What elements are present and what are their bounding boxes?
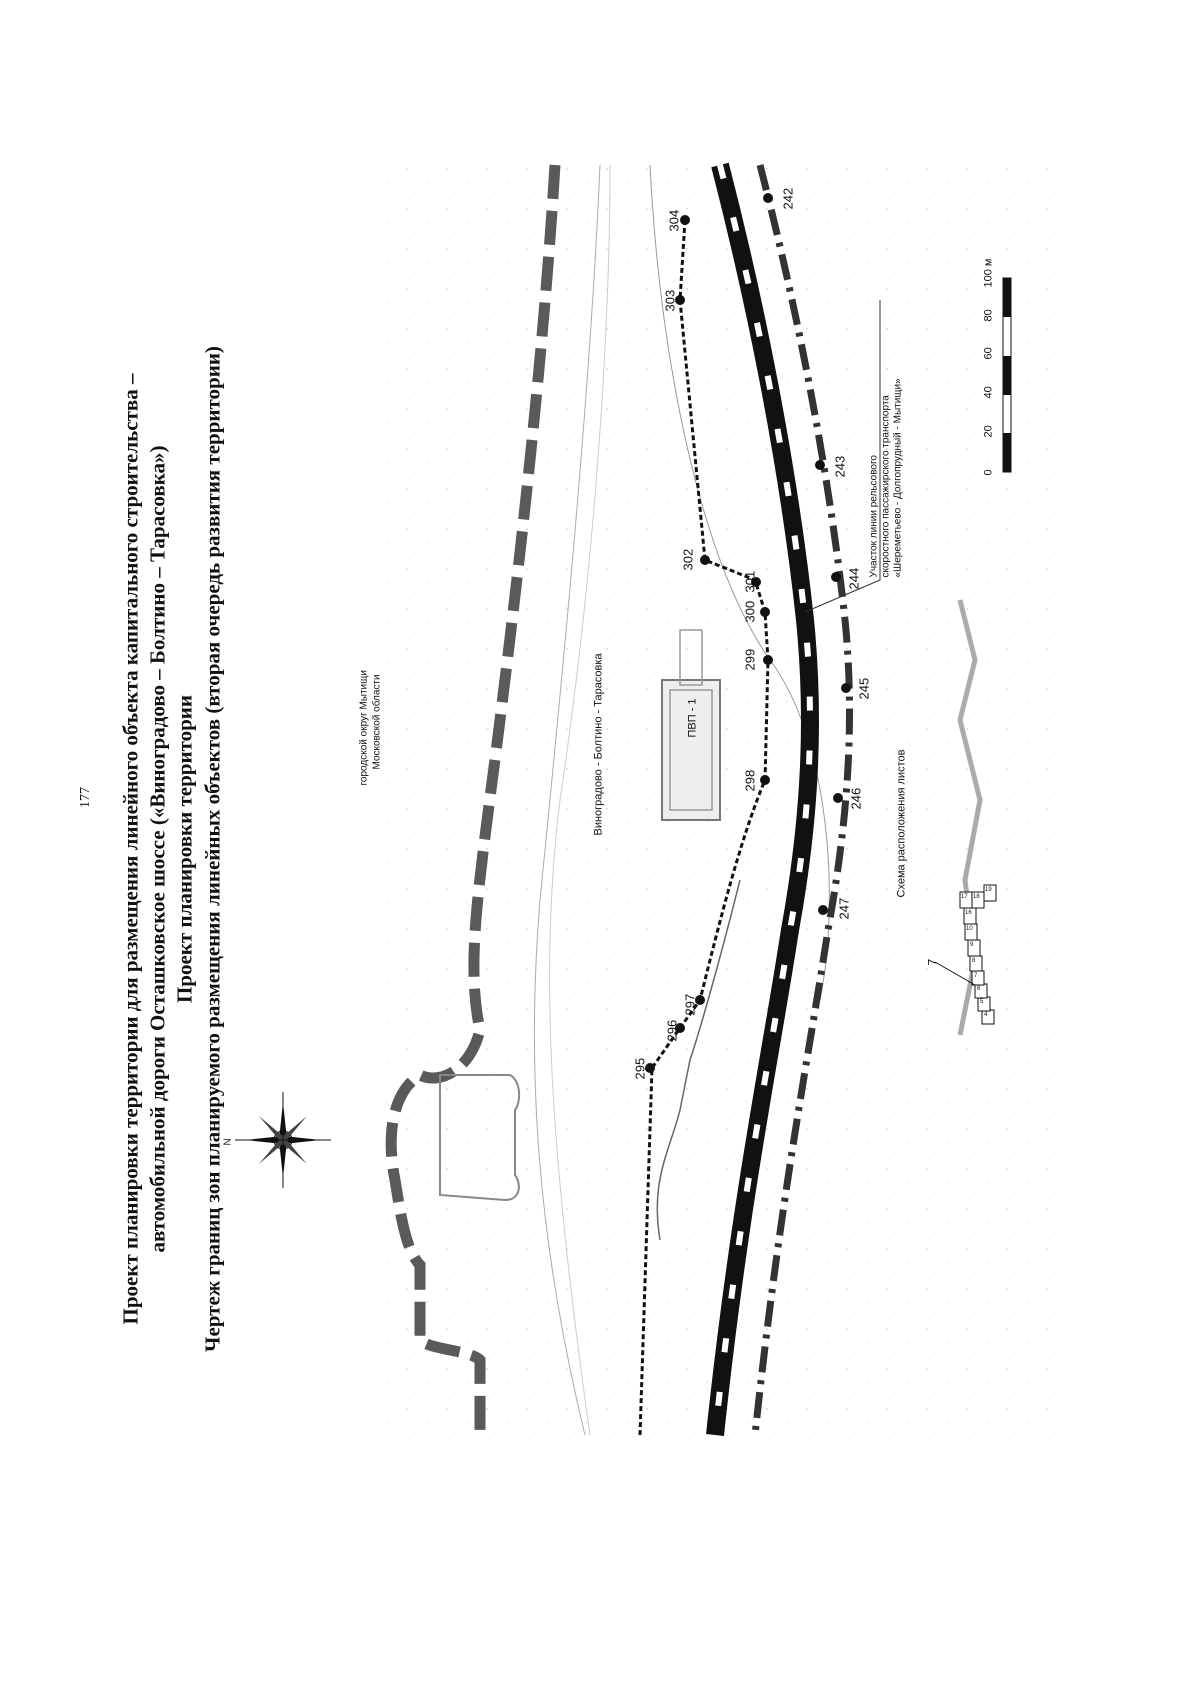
sheet-number: 7 xyxy=(974,973,978,979)
sheet-number: 18 xyxy=(973,894,980,900)
pvp-label: ПВП - 1 xyxy=(686,697,698,737)
road-point-label: 298 xyxy=(742,769,757,791)
terrain-line xyxy=(649,164,830,1001)
rail-corridor-boundary xyxy=(751,164,853,1436)
scale-tick: 100 м xyxy=(982,258,994,287)
road-point-296 xyxy=(675,1023,685,1033)
road-point-label: 300 xyxy=(742,600,757,622)
rail-point-label: 244 xyxy=(846,567,861,589)
road-point-302 xyxy=(700,555,710,565)
rail-point-label: 243 xyxy=(832,455,847,477)
pvp-building xyxy=(661,629,721,821)
road-point-label: 304 xyxy=(666,209,681,231)
scale-tick: 20 xyxy=(982,424,994,437)
sheet-scheme-label: Схема расположения листов xyxy=(895,749,907,897)
rail-points xyxy=(763,193,851,915)
sheet-number: 4 xyxy=(984,1012,988,1018)
terrain-line xyxy=(533,164,601,1436)
rail-label-leader xyxy=(804,300,881,613)
rail-point-label: 245 xyxy=(856,677,871,699)
district-label-line1: городской округ Мытищи xyxy=(358,669,369,785)
road-point-label: 303 xyxy=(662,289,677,311)
rail-description-line3: «Шереметьево - Долгопрудный - Мытищи» xyxy=(892,377,903,577)
rail-description-line2: скоростного пассажирского транспорта xyxy=(880,394,891,577)
terrain-line xyxy=(549,164,611,1436)
rail-point-247 xyxy=(818,905,828,915)
road-point-297 xyxy=(695,995,705,1005)
road-point-303 xyxy=(675,295,685,305)
road-point-300 xyxy=(760,607,770,617)
rail-description-line1: Участок линии рельсового xyxy=(868,454,879,577)
road-point-label: 299 xyxy=(742,648,757,670)
road-point-label: 295 xyxy=(632,1057,647,1079)
sheet-number: 5 xyxy=(980,999,984,1005)
district-boundary xyxy=(385,164,561,1435)
rail-point-245 xyxy=(841,683,851,693)
title-line-1: Проект планировки территории для размеще… xyxy=(118,373,142,1324)
road-point-label: 301 xyxy=(742,570,757,592)
road-point-295 xyxy=(645,1063,655,1073)
sheet-number: 16 xyxy=(965,910,972,916)
sheet-number: 6 xyxy=(977,986,981,992)
district-label-line2: Московской области xyxy=(371,673,382,769)
sheet-number: 9 xyxy=(970,942,974,948)
title-line-4: Чертеж границ зон планируемого размещени… xyxy=(200,345,224,1352)
current-sheet-label: 7 xyxy=(925,958,939,965)
rail-line-dashes xyxy=(712,164,813,1436)
rail-point-label: 242 xyxy=(780,187,795,209)
scale-tick: 60 xyxy=(982,346,994,359)
rail-point-243 xyxy=(815,460,825,470)
road-name-label: Виноградово - Болтино - Тарасовка xyxy=(592,652,604,835)
scale-bar xyxy=(1002,277,1012,473)
sheet-grid xyxy=(959,884,997,1025)
road-point-label: 297 xyxy=(682,993,697,1015)
road-point-299 xyxy=(763,655,773,665)
road-point-label: 296 xyxy=(664,1019,679,1041)
road-corridor xyxy=(638,219,770,1436)
enclosure-outline xyxy=(439,1074,521,1202)
road-points xyxy=(645,215,773,1073)
road-point-298 xyxy=(760,775,770,785)
rail-point-242 xyxy=(763,193,773,203)
sheet-number: 19 xyxy=(985,887,992,893)
sheet-number: 8 xyxy=(972,958,976,964)
scale-tick: 0 xyxy=(982,468,994,475)
terrain-line xyxy=(656,879,741,1241)
scale-tick: 80 xyxy=(982,308,994,321)
road-point-304 xyxy=(680,215,690,225)
rail-point-244 xyxy=(831,572,841,582)
rail-point-246 xyxy=(833,793,843,803)
sheet-number: 17 xyxy=(961,894,968,900)
title-line-2: автомобильной дороги Осташковское шоссе … xyxy=(145,444,169,1253)
north-label: N xyxy=(222,1137,233,1145)
road-point-301 xyxy=(751,577,761,587)
road-point-label: 302 xyxy=(680,548,695,570)
sheet-number: 10 xyxy=(966,926,973,932)
current-sheet-pointer xyxy=(934,961,976,986)
rail-point-label: 247 xyxy=(836,897,851,919)
scale-tick: 40 xyxy=(982,385,994,398)
title-line-3: Проект планировки территории xyxy=(172,694,196,1003)
compass-rose-icon xyxy=(235,1092,331,1188)
rail-point-label: 246 xyxy=(848,787,863,809)
